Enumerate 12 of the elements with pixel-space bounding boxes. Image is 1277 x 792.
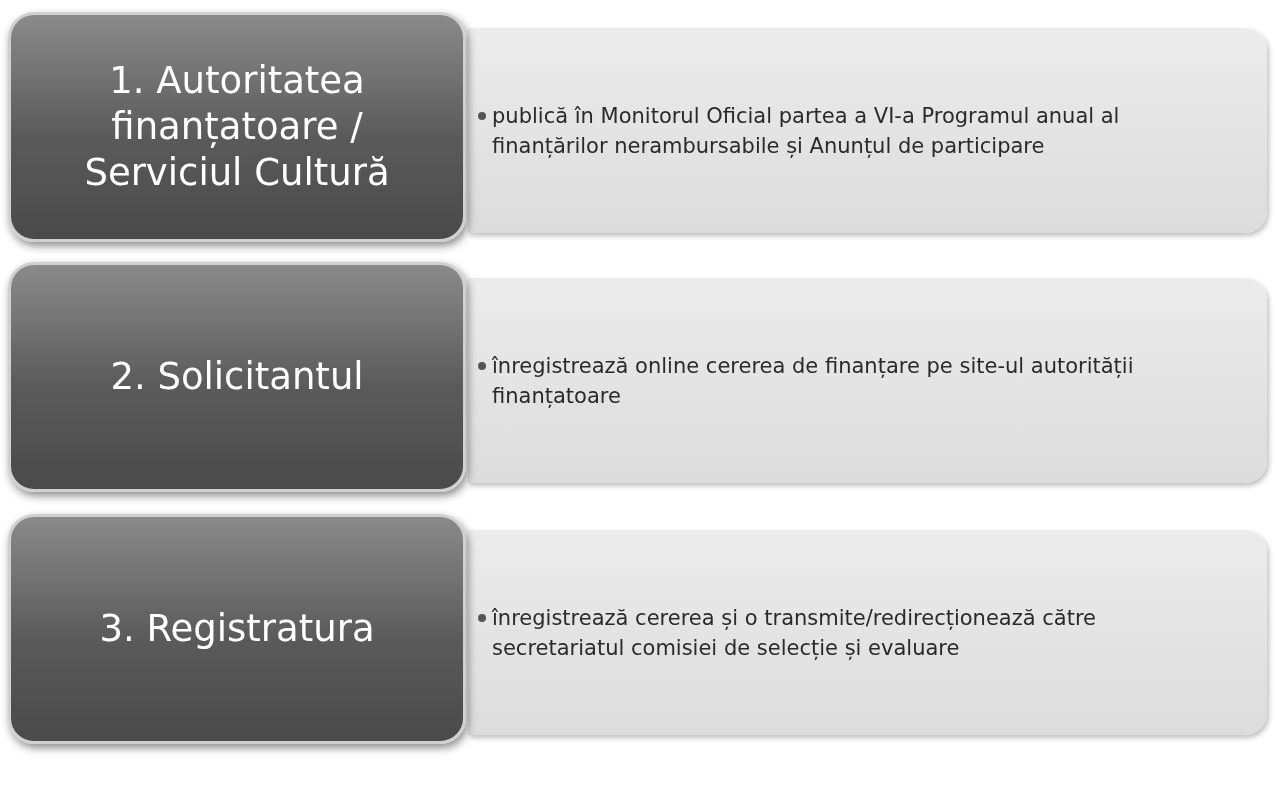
description-box — [468, 278, 1267, 483]
description-text: înregistrează online cererea de finanțare pe site-ul autorității finanțatoare — [492, 352, 1135, 410]
step-title: 3. Registratura — [98, 606, 376, 652]
description-text: înregistrează cererea și o transmite/redirecționează către secretariatul comisiei de selecție și evaluare — [492, 604, 1097, 662]
description-text: publică în Monitorul Oficial partea a VI-a Programul anual al finanțărilor nerambursabile și Anunțul de participare — [492, 102, 1121, 160]
step-box — [8, 262, 466, 492]
description-box — [468, 28, 1267, 233]
step-box — [8, 514, 466, 744]
step-title: 2. Solicitantul — [109, 354, 365, 400]
step-box — [8, 12, 466, 242]
description-box — [468, 530, 1267, 735]
step-title: 1. Autoritatea finanțatoare / Serviciul Cultură — [83, 58, 391, 196]
